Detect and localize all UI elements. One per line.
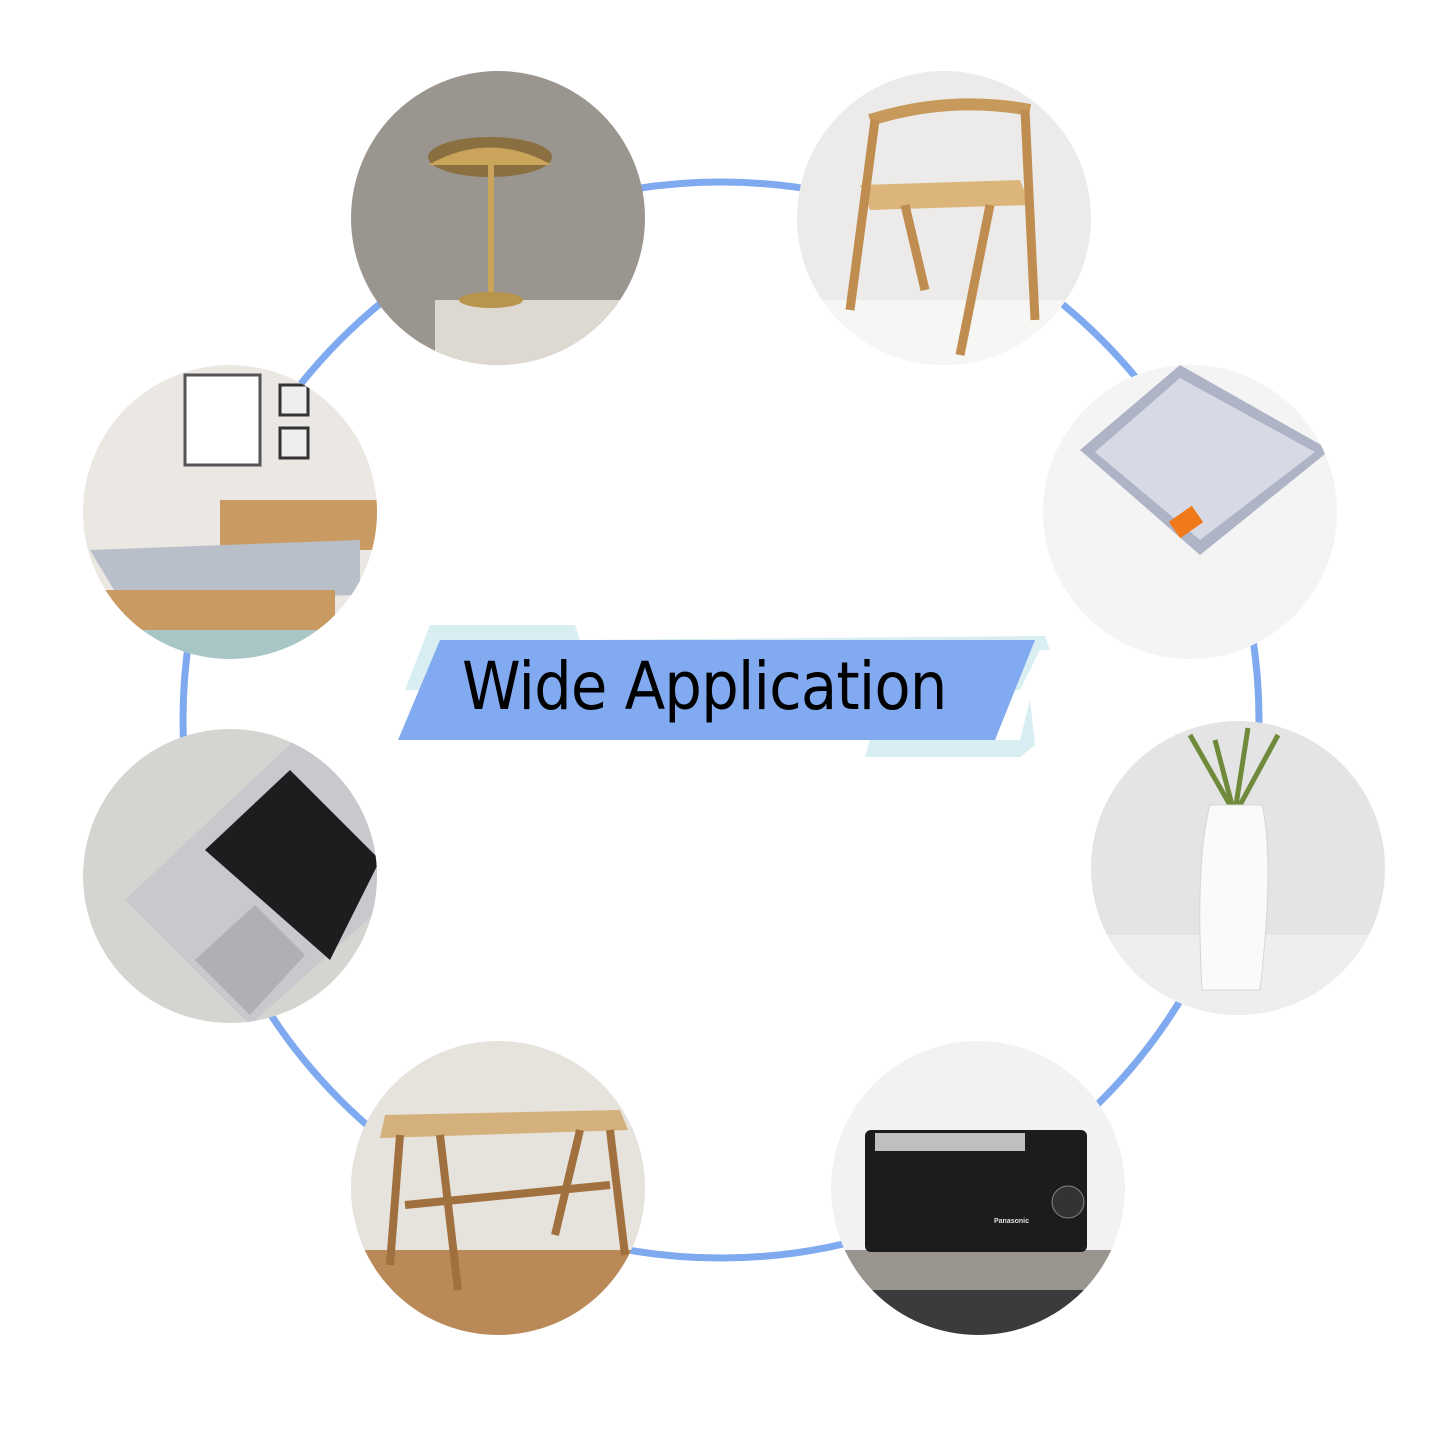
oven-photo bbox=[831, 1041, 1125, 1335]
oven-brand-label: Panasonic bbox=[994, 1218, 1030, 1225]
title-text: Wide Application bbox=[462, 648, 947, 725]
bed-photo bbox=[83, 365, 377, 659]
laptop-photo bbox=[83, 729, 377, 1023]
vase-photo bbox=[1091, 721, 1385, 1015]
chair-photo bbox=[797, 71, 1091, 365]
lamp-photo bbox=[351, 71, 645, 365]
desk-photo bbox=[351, 1041, 645, 1335]
title-banner bbox=[398, 625, 1050, 757]
connecting-ring bbox=[179, 178, 1263, 1262]
keyboard-photo bbox=[1043, 365, 1337, 659]
